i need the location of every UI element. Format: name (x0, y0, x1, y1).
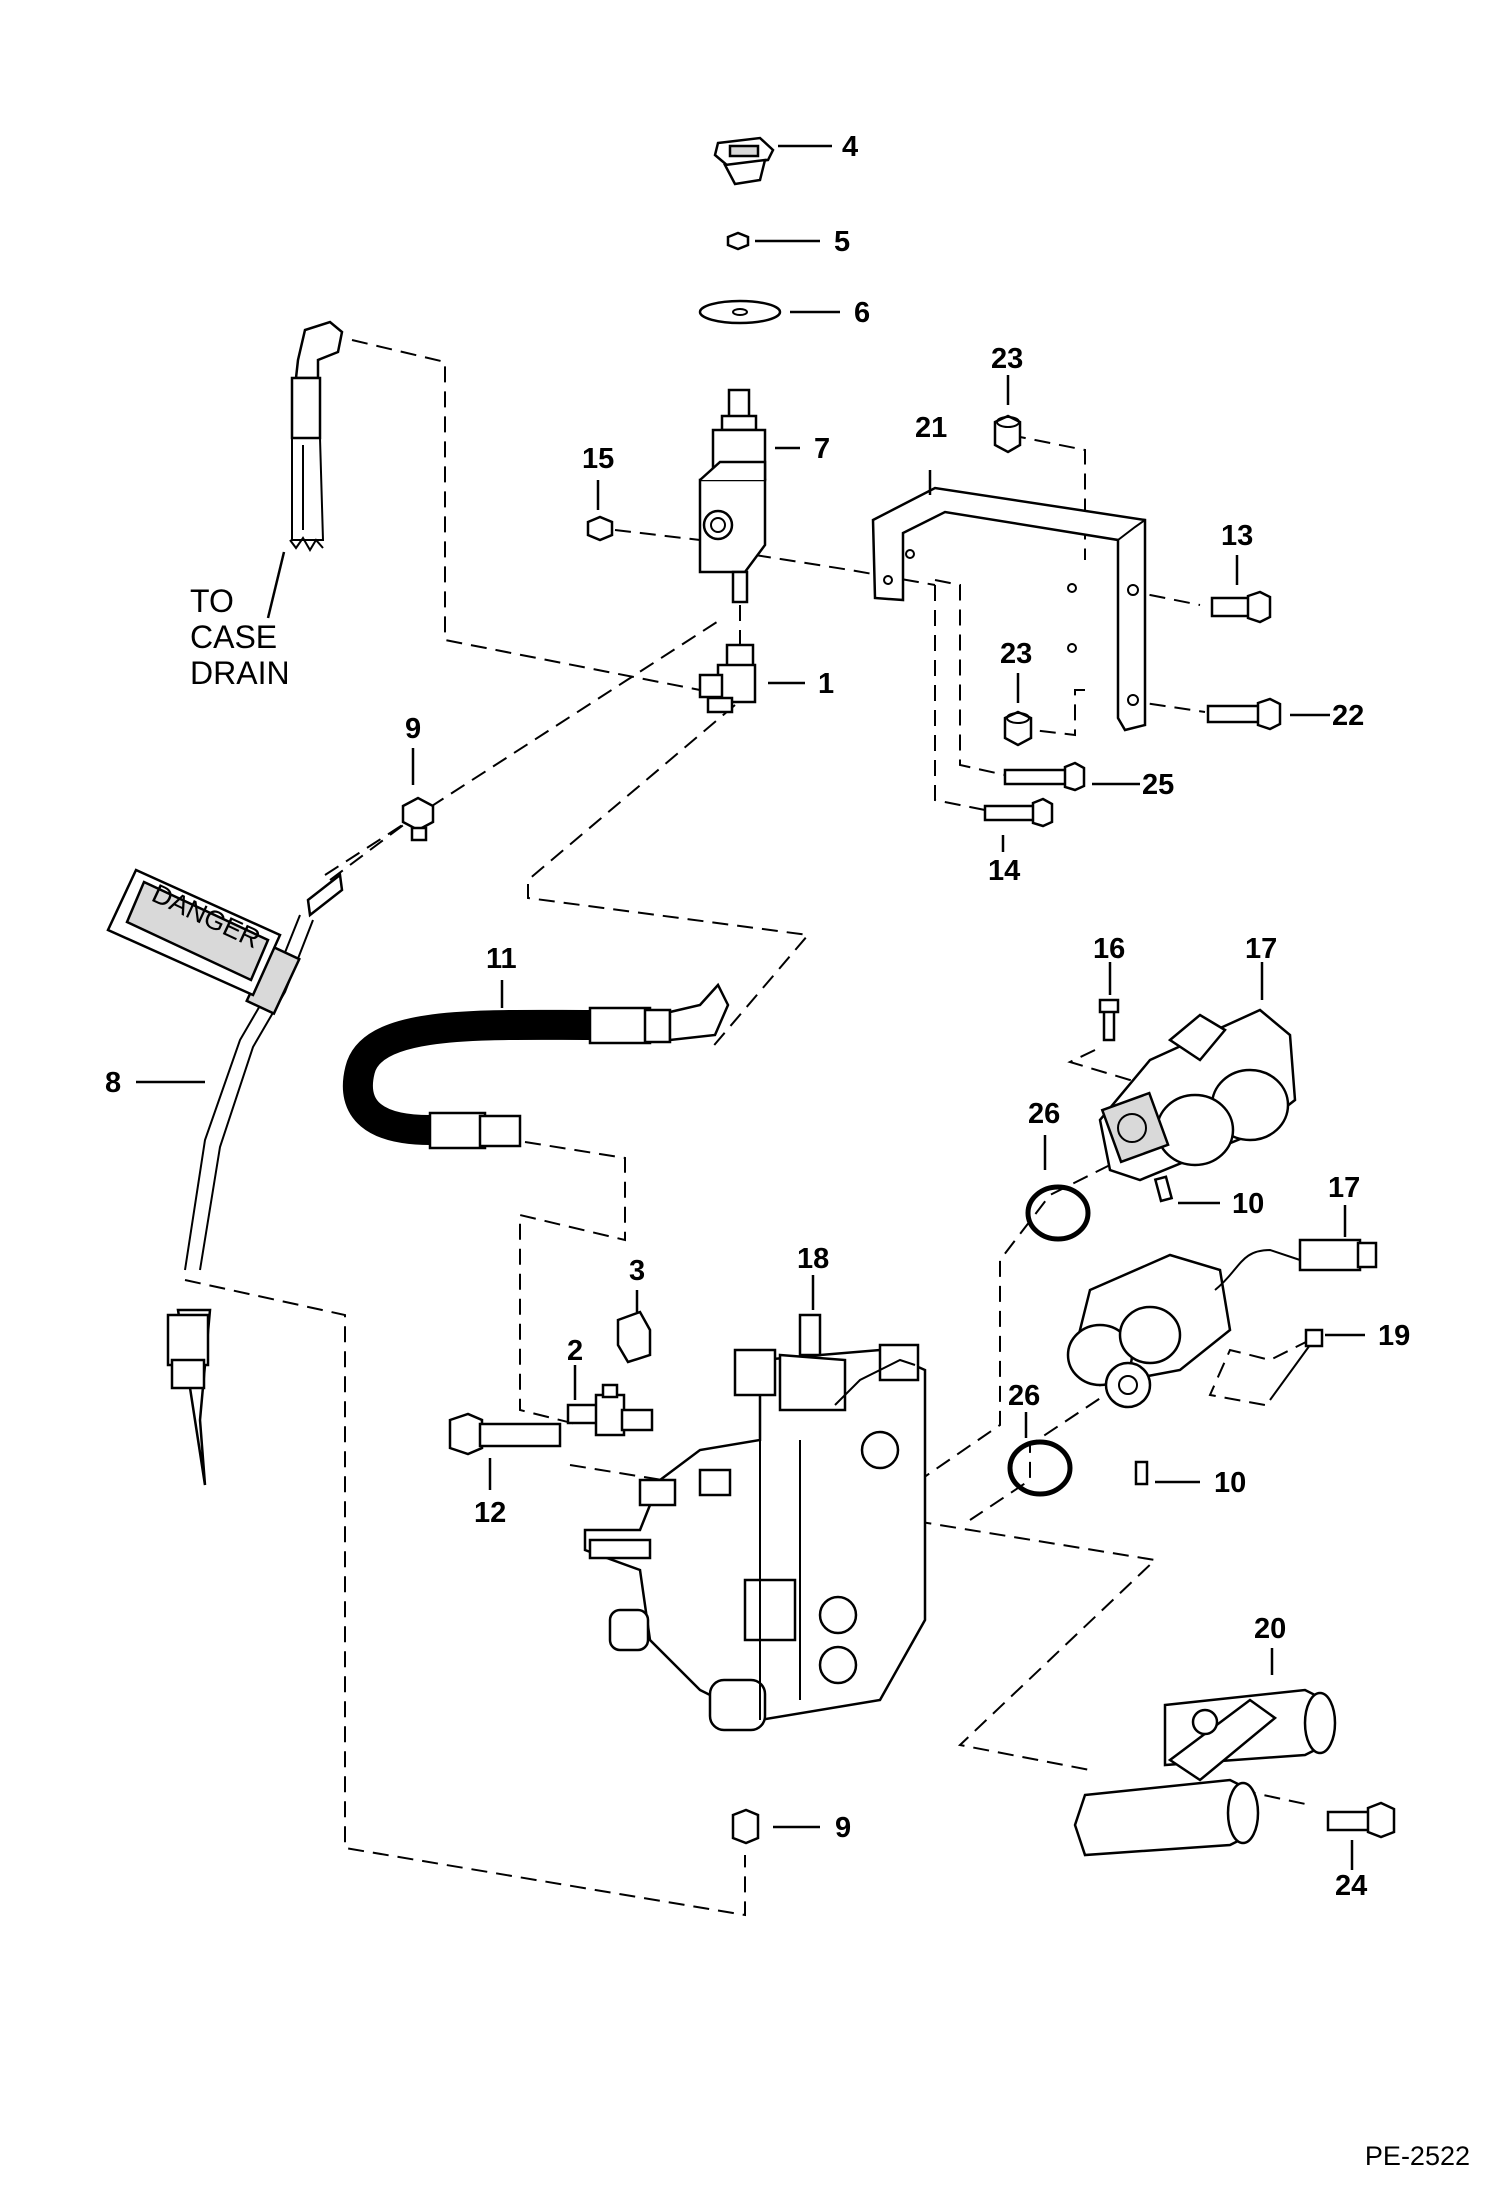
callout-1: 1 (818, 668, 834, 700)
callout-2: 2 (567, 1335, 583, 1367)
part-1-fitting (698, 643, 757, 714)
callout-16: 16 (1093, 933, 1125, 965)
part-18-control-valve (583, 1313, 927, 1732)
leader-lines (136, 144, 1365, 1870)
part-6-washer (698, 299, 782, 325)
callout-10-lower: 10 (1214, 1467, 1246, 1499)
callout-12: 12 (474, 1497, 506, 1529)
part-17-solenoid-lower (1066, 1238, 1378, 1409)
part-20-spool (1073, 1688, 1337, 1857)
part-7-relief-valve (698, 388, 767, 604)
callout-9-upper: 9 (405, 713, 421, 745)
note-line-3: DRAIN (190, 655, 290, 691)
callout-14: 14 (988, 855, 1020, 887)
part-2-tee (566, 1383, 654, 1437)
callout-21: 21 (915, 412, 947, 444)
part-24-bolt (1326, 1801, 1396, 1839)
part-11-hose (342, 982, 730, 1150)
callout-24: 24 (1335, 1870, 1367, 1902)
part-10-pin-upper (1153, 1175, 1174, 1203)
part-17-solenoid-upper (1098, 1008, 1297, 1182)
part-14-bolt (983, 797, 1054, 828)
part-26-oring-lower (1007, 1439, 1073, 1497)
part-5-nut (726, 231, 750, 251)
part-23-nut-lower (1003, 710, 1033, 747)
part-4-cap (713, 136, 775, 186)
callout-22: 22 (1332, 700, 1364, 732)
callout-18: 18 (797, 1243, 829, 1275)
callout-26-lower: 26 (1008, 1380, 1040, 1412)
figure-id: PE-2522 (1365, 2141, 1470, 2171)
callout-26-upper: 26 (1028, 1098, 1060, 1130)
part-23-nut-upper (993, 414, 1022, 454)
callout-10-upper: 10 (1232, 1188, 1264, 1220)
danger-tag: DANGER (106, 868, 282, 997)
part-19-screw (1269, 1328, 1324, 1401)
case-drain-hose (289, 320, 344, 552)
part-12-bolt (448, 1412, 562, 1456)
callout-11: 11 (486, 943, 517, 975)
callout-25: 25 (1142, 769, 1174, 801)
callout-19: 19 (1378, 1320, 1410, 1352)
callout-20: 20 (1254, 1613, 1286, 1645)
part-26-oring-upper (1025, 1184, 1091, 1242)
callout-numbers: 4 5 6 7 21 23 15 13 1 23 22 9 25 14 11 1… (105, 131, 1410, 1902)
case-drain-note: TO CASE DRAIN (190, 583, 290, 691)
note-line-1: TO (190, 583, 234, 619)
callout-15: 15 (582, 443, 614, 475)
callout-3: 3 (629, 1255, 645, 1287)
part-22-bolt (1206, 697, 1282, 731)
callout-5: 5 (834, 226, 850, 258)
note-line-2: CASE (190, 619, 277, 655)
callout-8: 8 (105, 1067, 121, 1099)
part-9-fitting-lower (731, 1808, 760, 1845)
callout-4: 4 (842, 131, 858, 163)
part-3-cap-nut (616, 1310, 652, 1364)
part-10-pin-lower (1134, 1460, 1149, 1486)
part-21-bracket (871, 486, 1147, 732)
part-13-bolt (1210, 590, 1272, 624)
part-25-bolt (1003, 761, 1086, 792)
part-8-tube (166, 872, 344, 1486)
part-15-nut (586, 515, 614, 542)
callout-23-lower: 23 (1000, 638, 1032, 670)
callout-23-upper: 23 (991, 343, 1023, 375)
callout-17-upper: 17 (1245, 933, 1277, 965)
callout-17-lower: 17 (1328, 1172, 1360, 1204)
callout-7: 7 (814, 433, 830, 465)
callout-6: 6 (854, 297, 870, 329)
callout-13: 13 (1221, 520, 1253, 552)
part-9-fitting-upper (401, 796, 435, 842)
part-16-screw (1098, 998, 1120, 1042)
callout-9-lower: 9 (835, 1812, 851, 1844)
